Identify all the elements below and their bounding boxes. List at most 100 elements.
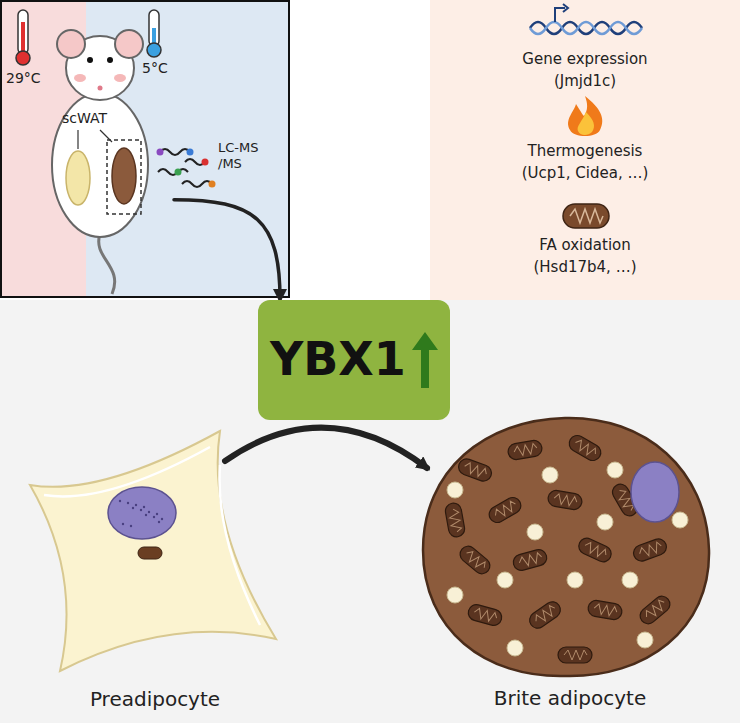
outcome-panel-part [430,0,740,300]
brite-adipocyte-cell: Brite adipocyte [415,410,725,715]
mitochondrion [631,537,668,564]
lipid-droplet [497,572,513,588]
mitochondrion-cristae [493,500,518,520]
mouse-figure-part [112,148,136,204]
increase-arrow-shape [412,332,438,388]
chromatin-dot [132,507,134,509]
increase-arrow [412,332,438,388]
lipid-droplet [672,512,688,528]
cell-label: Brite adipocyte [415,686,725,710]
cell-membrane [30,431,276,671]
mitochondrion-outline [486,495,523,526]
chromatin-dot [161,518,163,520]
sample-molecules-part [175,169,182,176]
protein-name: YBX1 [270,332,406,387]
sample-molecules [157,149,216,188]
mouse-figure-part [66,151,90,205]
mitochondrion-outline [558,647,592,663]
mitochondrion-cristae [518,552,543,568]
mitochondrion [576,536,614,565]
mouse-panel: 29°C5°CscWATLC-MS /MS [0,0,290,298]
mitochondrion-outline [631,537,668,564]
mouse-figure-part [98,86,103,91]
mitochondrion-cristae [593,603,617,617]
lipid-droplet [542,467,558,483]
chromatin-dot [140,509,142,511]
dna-icon-part [555,8,565,22]
mouse-panel [0,0,290,298]
lipid-droplet [597,514,613,530]
thermometer-icon-part [147,43,161,57]
mouse-figure-part [87,57,93,63]
sample-molecules-part [187,149,194,156]
chromatin-dot [143,506,145,508]
sample-molecules-part [202,159,209,166]
dna-icon-part [530,22,642,34]
tissue-label: scWAT [62,110,122,127]
mitochondrion-outline [512,548,549,572]
cell-outline [20,425,290,685]
outcome-panel [430,0,740,300]
flow-arrow [225,428,427,468]
chromatin-dot [119,500,121,502]
chromatin-dot [135,504,137,506]
mouse-panel-part [1,1,289,297]
mitochondrion-cristae [564,650,587,660]
mitochondrion [547,489,583,511]
chromatin-dot [127,502,129,504]
mitochondrion-outline [507,439,543,461]
mouse-figure-part [107,57,113,63]
mouse-figure [52,30,148,294]
sample-molecules-part [158,169,188,175]
lipid-droplet [622,572,638,588]
mitochondrion [566,433,603,464]
method-label: LC-MS /MS [218,140,274,171]
mitochondrion-outline [456,457,493,484]
mitochondrion-outline [526,599,563,632]
chromatin-dot [158,521,160,523]
mitochondrion-cristae [573,438,598,458]
mouse-figure-part [115,30,143,58]
mitochondrion-cristae [448,508,462,532]
lipid-droplet [637,632,653,648]
mitochondrion-icon [563,204,609,228]
mouse-figure-part [107,140,141,214]
mouse-figure-part [57,30,85,58]
mitochondrion-cristae [463,549,487,571]
mitochondrion [486,495,523,526]
mitochondrion-icon-part [570,209,603,223]
mitochondrion-outline [576,536,614,565]
mitochondrion [467,603,504,627]
cell-highlight [220,465,261,625]
outcome-heading: Thermogenesis [430,142,740,160]
cell-label: Preadipocyte [20,687,290,711]
mitochondrion [558,647,592,663]
mouse-figure-part [74,74,86,82]
dna-icon-part [530,22,642,34]
lipid-droplet [447,482,463,498]
mitochondrion-cristae [638,541,663,558]
mitochondrion-icon-part [563,204,609,228]
sample-molecules-part [160,149,190,155]
temperature-label: 29°C [6,70,41,87]
nucleus [108,487,176,539]
flame-icon-part [578,112,594,135]
dna-icon [530,4,642,34]
mitochondrion-cristae [643,598,667,620]
flame-icon [568,96,602,136]
mitochondrion [138,547,162,559]
chromatin-dot [122,523,124,525]
chromatin-dot [156,513,158,515]
mouse-figure-part [77,130,78,149]
lipid-droplet [447,587,463,603]
chromatin-dot [130,525,132,527]
chromatin-dot [153,516,155,518]
mitochondrion-outline [566,433,603,464]
mitochondrion-outline [444,502,466,538]
outcome-heading: Gene expression [430,50,740,68]
mitochondrion-cristae [473,607,498,623]
mouse-figure-part [114,74,126,82]
sample-molecules-part [209,181,216,188]
lipid-droplet [607,462,623,478]
mitochondrion [507,439,543,461]
